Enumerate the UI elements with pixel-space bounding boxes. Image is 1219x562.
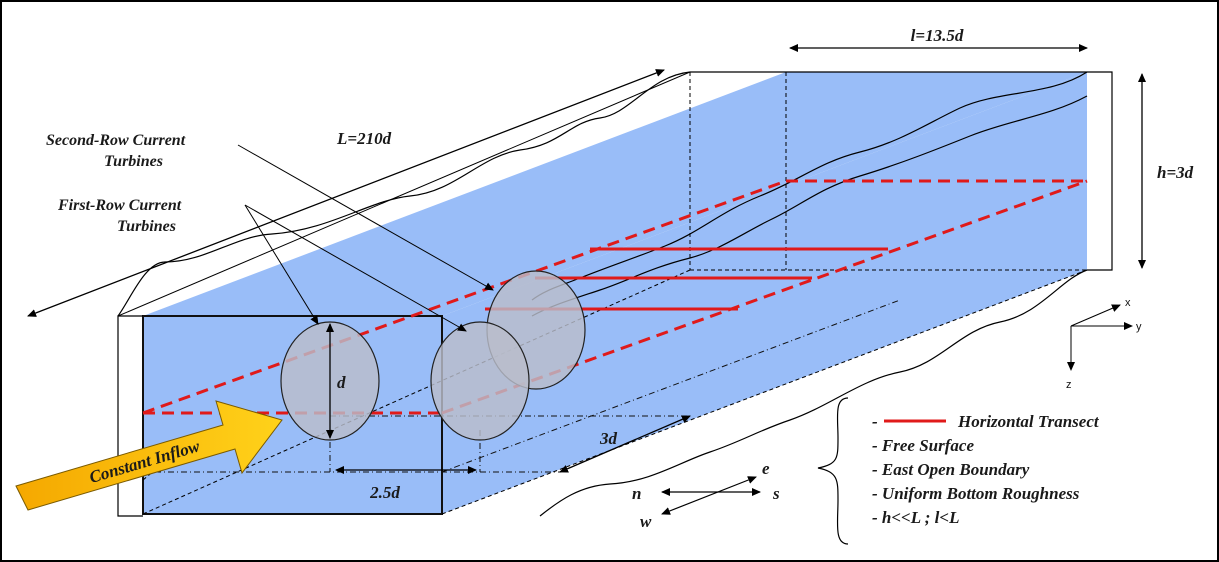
axis-z-label: z [1066, 379, 1072, 391]
lateral-spacing-label: 2.5d [369, 483, 400, 502]
second-row-label-line1: Second-Row Current [46, 132, 186, 149]
height-label: h=3d [1157, 163, 1194, 182]
coordinate-axes [1067, 304, 1133, 371]
width-label: l=13.5d [911, 26, 964, 45]
compass-rose [661, 476, 761, 515]
legend-item: - Free Surface [872, 436, 974, 455]
legend-brace [817, 397, 849, 545]
length-label: L=210d [336, 129, 392, 148]
legend-item: - East Open Boundary [872, 460, 1030, 479]
diameter-label: d [337, 373, 346, 392]
axis-x-label: x [1125, 297, 1131, 309]
first-row-label-line1: First-Row Current [57, 197, 182, 214]
leader-lines [237, 144, 494, 332]
legend-transect-prefix: - [872, 412, 878, 431]
legend-transect-label: Horizontal Transect [957, 412, 1100, 431]
axis-y-label: y [1136, 321, 1142, 333]
compass-s: s [772, 484, 780, 503]
first-row-label-line2: Turbines [117, 218, 176, 235]
dimension-arrows [27, 44, 1146, 474]
second-row-label-line2: Turbines [104, 153, 163, 170]
legend-item: - Uniform Bottom Roughness [872, 484, 1080, 503]
compass-n: n [632, 484, 641, 503]
channel-far-wall [690, 71, 1113, 271]
row-spacing-label: 3d [599, 429, 618, 448]
legend-item: - h<<L ; l<L [872, 508, 959, 527]
compass-e: e [762, 459, 770, 478]
turbine-first-row-right [430, 321, 530, 441]
compass-w: w [640, 512, 652, 531]
break-wave-bottom [539, 269, 1088, 517]
